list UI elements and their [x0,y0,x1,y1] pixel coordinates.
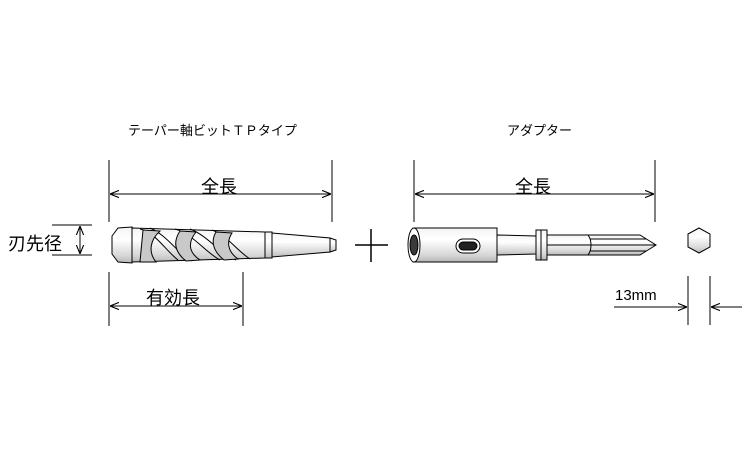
overall-length-label-left: 全長 [201,177,237,198]
effective-length-dimension [108,272,244,326]
overall-length-dimension-right [413,160,656,222]
hex-cross-section [687,227,711,254]
hex-size-label: 13mm [615,287,657,304]
bit-title: テーパー軸ビットＴＰタイプ [128,124,297,139]
adapter-title: アダプター [507,124,573,139]
cutting-diameter-label: 刃先径 [8,234,62,255]
overall-length-label-right: 全長 [515,177,551,198]
adapter [407,227,657,263]
hex-size-dimension [614,276,742,325]
overall-length-dimension-left [108,160,333,222]
effective-length-label: 有効長 [146,288,200,309]
taper-shank-bit [111,226,337,264]
plus-sign [355,229,388,262]
cutting-diameter-dimension [52,224,92,256]
